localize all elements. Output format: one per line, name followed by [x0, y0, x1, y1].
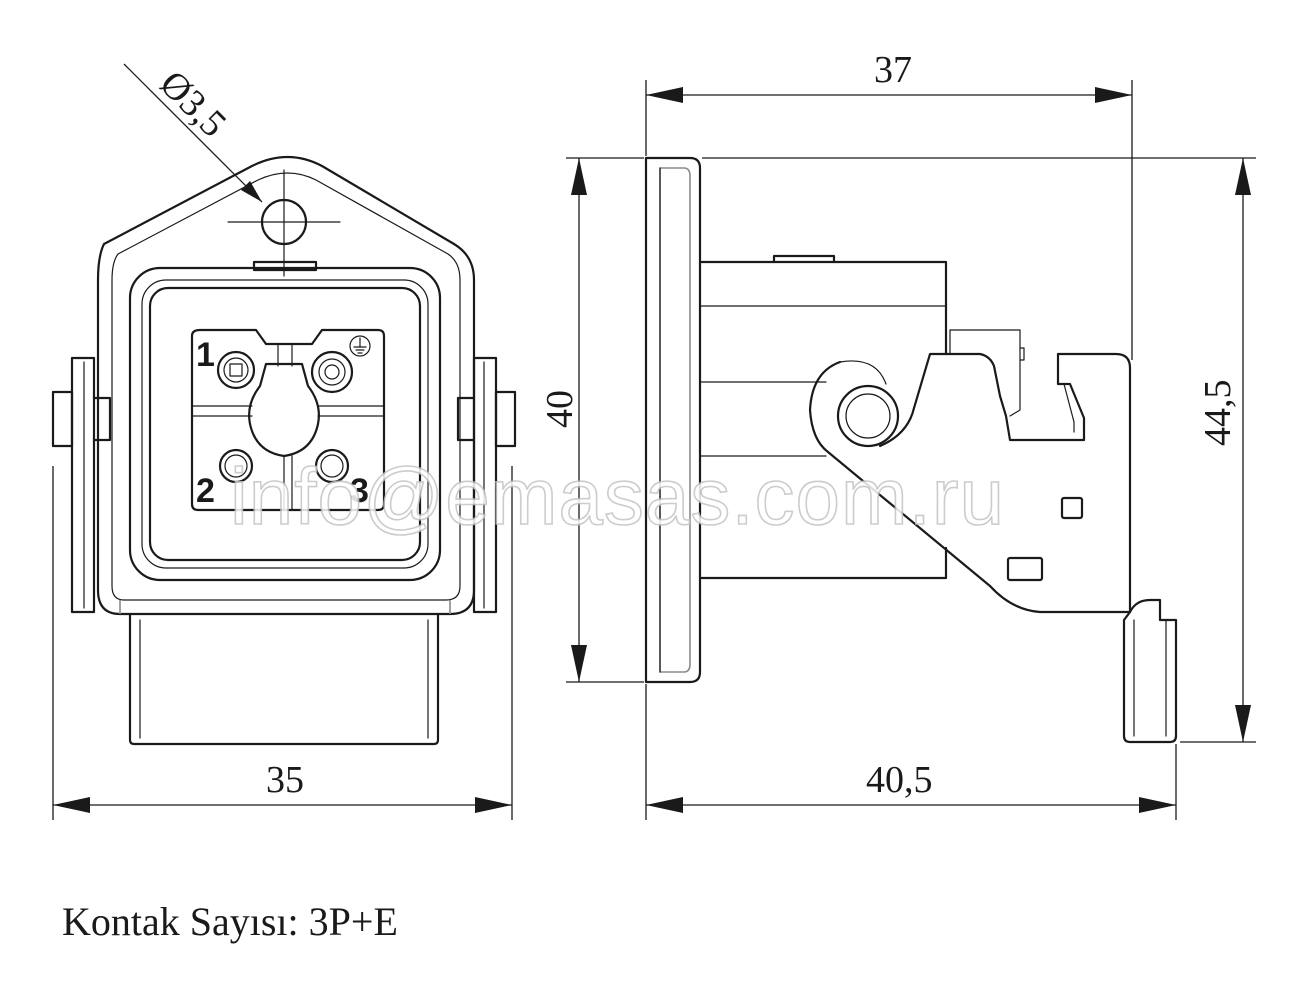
side-left-height-label: 40	[539, 390, 581, 428]
pin-label-2: 2	[196, 472, 215, 510]
front-view: 1 2 3	[51, 156, 517, 746]
side-foot	[1122, 598, 1178, 744]
front-width-label: 35	[266, 759, 304, 801]
side-top-width-label: 37	[874, 49, 912, 91]
contact-pin-2	[218, 448, 254, 484]
front-left-bracket	[51, 356, 112, 614]
side-flange	[644, 156, 702, 684]
contact-pin-3	[314, 448, 350, 484]
front-housing-outline	[96, 156, 476, 616]
side-right-height-dimension: 44,5	[702, 157, 1256, 743]
side-left-height-dimension: 40	[539, 157, 644, 683]
mounting-hole	[227, 169, 341, 277]
hole-diameter-dimension: Ø3,5	[123, 63, 263, 203]
cable-outlet	[128, 612, 440, 746]
watermark-text: info@emasas.com.ru	[230, 452, 1005, 541]
side-view	[644, 156, 1178, 744]
pin-label-3: 3	[350, 472, 369, 510]
hole-diameter-label: Ø3,5	[152, 63, 235, 146]
side-latch-lever	[808, 352, 1132, 614]
contact-count-caption: Kontak Sayısı: 3P+E	[62, 899, 398, 944]
earth-ground-icon	[349, 335, 371, 357]
pin-label-1: 1	[196, 336, 215, 374]
side-body	[698, 260, 948, 580]
side-right-height-label: 44,5	[1197, 380, 1239, 447]
contact-insert	[190, 328, 386, 512]
contact-pin-1	[216, 350, 256, 390]
side-top-width-dimension: 37	[645, 49, 1133, 360]
side-pivot-pin	[836, 360, 900, 448]
front-width-dimension: 35	[52, 466, 513, 820]
contact-earth	[310, 350, 354, 394]
side-bottom-width-label: 40,5	[866, 759, 933, 801]
side-bottom-width-dimension: 40,5	[645, 684, 1177, 820]
